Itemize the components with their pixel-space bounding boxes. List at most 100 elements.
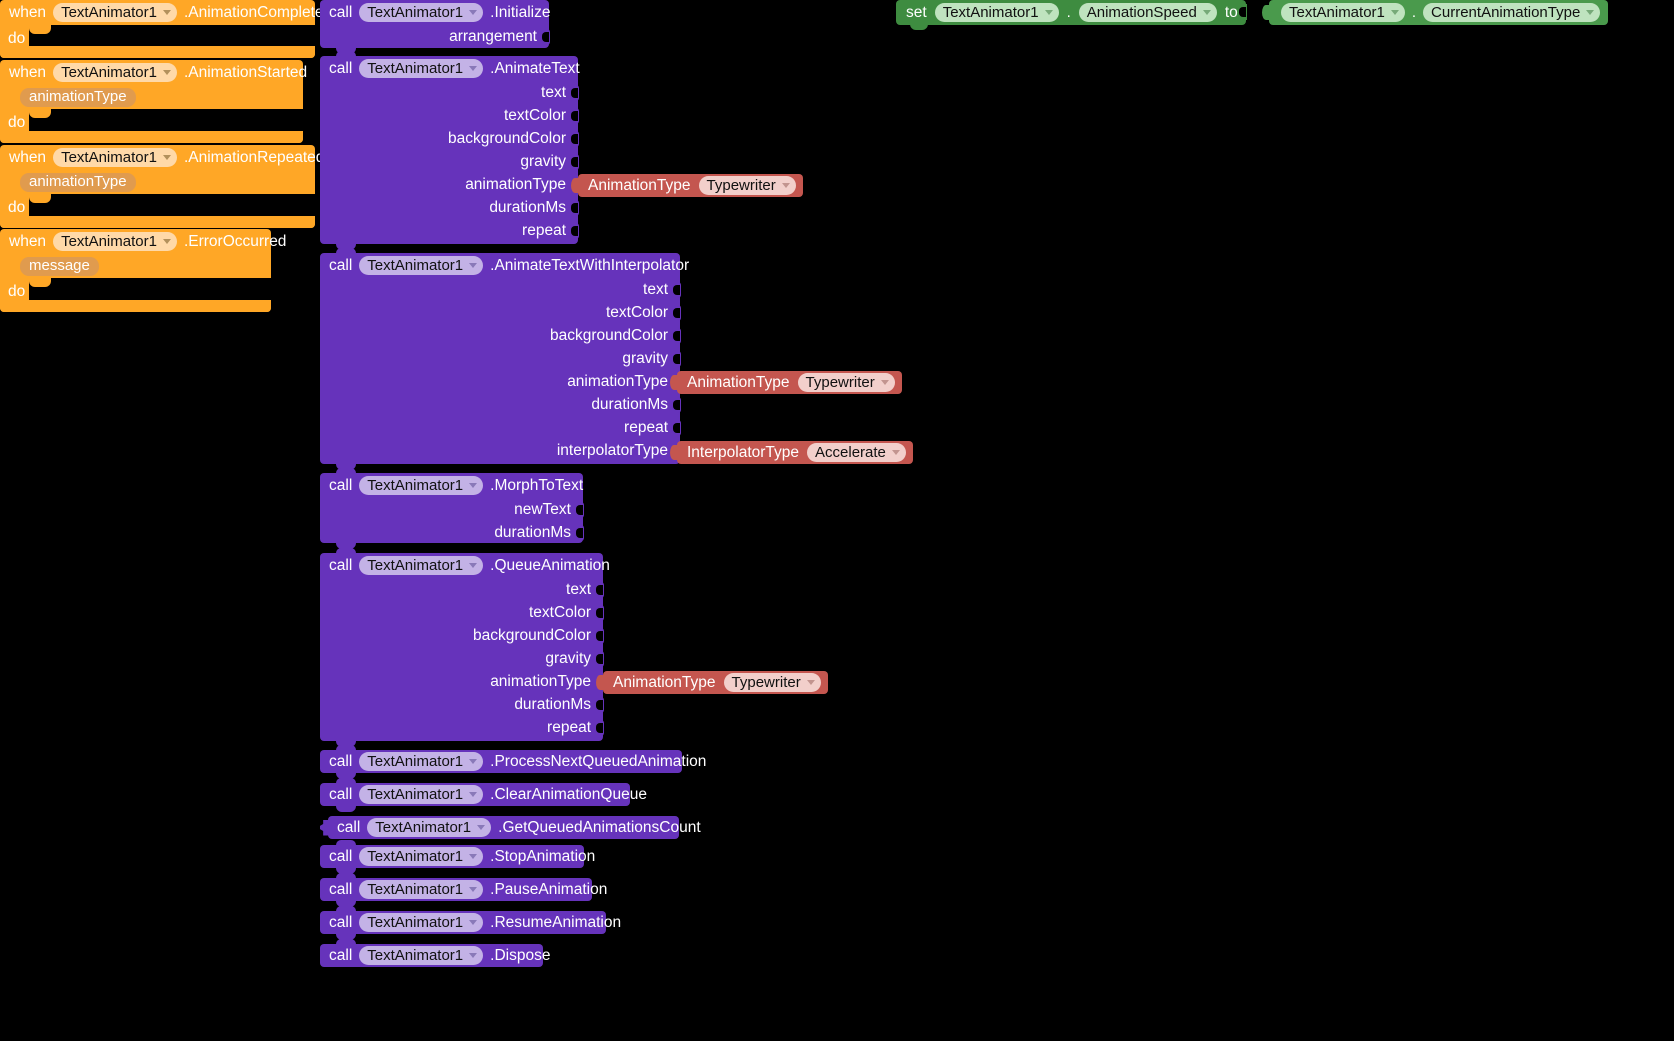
call-block-pause-animation[interactable]: call TextAnimator1 .PauseAnimation <box>320 873 607 907</box>
call-block-initialize[interactable]: call TextAnimator1 .Initialize arrangeme… <box>320 0 550 54</box>
value-socket[interactable] <box>672 282 681 298</box>
helper-block-animation-type[interactable]: AnimationType Typewriter <box>596 671 828 694</box>
value-socket[interactable] <box>595 720 604 736</box>
helper-block-interpolator-type[interactable]: InterpolatorType Accelerate <box>670 441 913 464</box>
getter-block-current-animation-type[interactable]: TextAnimator1 . CurrentAnimationType <box>1262 0 1609 25</box>
value-socket[interactable] <box>575 502 584 518</box>
arg-label: textColor <box>503 106 566 124</box>
component-dropdown[interactable]: TextAnimator1 <box>1281 3 1405 22</box>
call-block-process-next-queued-animation[interactable]: call TextAnimator1 .ProcessNextQueuedAni… <box>320 745 706 779</box>
helper-value-dropdown[interactable]: Typewriter <box>797 373 895 392</box>
call-keyword: call <box>329 880 353 898</box>
value-socket[interactable] <box>541 29 550 45</box>
value-socket[interactable] <box>570 223 579 239</box>
component-dropdown[interactable]: TextAnimator1 <box>359 847 484 866</box>
value-socket[interactable] <box>595 605 604 621</box>
property-dropdown[interactable]: AnimationSpeed <box>1078 3 1217 22</box>
dot-separator: . <box>1066 4 1071 21</box>
when-keyword: when <box>9 63 47 81</box>
component-dropdown[interactable]: TextAnimator1 <box>53 232 177 251</box>
helper-type-label: AnimationType <box>613 673 716 691</box>
method-name: .QueueAnimation <box>490 556 610 574</box>
value-socket[interactable] <box>570 85 579 101</box>
arg-row-backgroundcolor: backgroundColor <box>320 127 579 150</box>
call-block-clear-animation-queue[interactable]: call TextAnimator1 .ClearAnimationQueue <box>320 778 647 812</box>
component-dropdown[interactable]: TextAnimator1 <box>359 59 484 78</box>
component-dropdown[interactable]: TextAnimator1 <box>367 818 492 837</box>
stack-nub-top <box>336 745 356 751</box>
component-dropdown[interactable]: TextAnimator1 <box>53 148 177 167</box>
component-name: TextAnimator1 <box>367 3 464 21</box>
helper-block-animation-type[interactable]: AnimationType Typewriter <box>571 174 803 197</box>
call-header: call TextAnimator1 .QueueAnimation <box>320 553 610 578</box>
event-block-animation-started[interactable]: when TextAnimator1 .AnimationStarted ani… <box>0 60 307 143</box>
event-param[interactable]: message <box>20 256 99 276</box>
event-block-animation-repeated[interactable]: when TextAnimator1 .AnimationRepeated an… <box>0 145 324 228</box>
event-param[interactable]: animationType <box>20 172 136 192</box>
call-block-resume-animation[interactable]: call TextAnimator1 .ResumeAnimation <box>320 906 621 940</box>
component-dropdown[interactable]: TextAnimator1 <box>359 913 484 932</box>
chevron-down-icon <box>469 563 478 568</box>
call-block-dispose[interactable]: call TextAnimator1 .Dispose <box>320 939 550 967</box>
property-dropdown[interactable]: CurrentAnimationType <box>1423 3 1601 22</box>
value-socket[interactable] <box>570 154 579 170</box>
helper-value-dropdown[interactable]: Typewriter <box>698 176 796 195</box>
value-socket[interactable] <box>1237 4 1247 20</box>
setter-block-animation-speed[interactable]: set TextAnimator1 . AnimationSpeed to <box>896 0 1247 30</box>
stack-nub-bottom <box>336 543 356 549</box>
component-dropdown[interactable]: TextAnimator1 <box>359 256 484 275</box>
value-socket[interactable] <box>595 651 604 667</box>
call-block-animate-text-with-interpolator[interactable]: call TextAnimator1 .AnimateTextWithInter… <box>320 248 689 470</box>
value-socket[interactable] <box>570 131 579 147</box>
value-socket[interactable] <box>672 328 681 344</box>
call-block-animate-text[interactable]: call TextAnimator1 .AnimateText text tex… <box>320 51 580 250</box>
component-dropdown[interactable]: TextAnimator1 <box>359 946 484 965</box>
helper-value-dropdown[interactable]: Accelerate <box>807 443 906 462</box>
component-dropdown[interactable]: TextAnimator1 <box>359 476 484 495</box>
stack-nub-top <box>336 906 356 912</box>
value-socket[interactable] <box>570 200 579 216</box>
event-param[interactable]: animationType <box>20 87 136 107</box>
stack-nub-top <box>336 248 356 254</box>
value-socket[interactable] <box>672 420 681 436</box>
chevron-down-icon <box>469 792 478 797</box>
component-name: TextAnimator1 <box>61 63 157 81</box>
chevron-down-icon <box>162 70 171 75</box>
call-block-get-queued-animations-count[interactable]: call TextAnimator1 .GetQueuedAnimationsC… <box>328 816 701 839</box>
call-block-queue-animation[interactable]: call TextAnimator1 .QueueAnimation text … <box>320 548 610 747</box>
component-name: TextAnimator1 <box>61 232 157 250</box>
value-socket[interactable] <box>595 697 604 713</box>
value-socket[interactable] <box>595 582 604 598</box>
stack-nub-bottom <box>336 244 356 250</box>
component-dropdown[interactable]: TextAnimator1 <box>53 3 177 22</box>
value-socket[interactable] <box>595 628 604 644</box>
stack-nub-bottom <box>336 741 356 747</box>
component-dropdown[interactable]: TextAnimator1 <box>359 785 484 804</box>
event-block-error-occurred[interactable]: when TextAnimator1 .ErrorOccurred messag… <box>0 229 286 312</box>
arg-row-text: text <box>320 578 604 601</box>
call-block-stop-animation[interactable]: call TextAnimator1 .StopAnimation <box>320 840 595 874</box>
value-socket[interactable] <box>672 305 681 321</box>
value-socket[interactable] <box>570 108 579 124</box>
component-dropdown[interactable]: TextAnimator1 <box>359 752 484 771</box>
method-name: .StopAnimation <box>490 847 596 865</box>
component-dropdown[interactable]: TextAnimator1 <box>359 880 484 899</box>
helper-block-animation-type[interactable]: AnimationType Typewriter <box>670 371 902 394</box>
chevron-down-icon <box>880 380 889 385</box>
component-dropdown[interactable]: TextAnimator1 <box>53 63 177 82</box>
helper-value-dropdown[interactable]: Typewriter <box>723 673 821 692</box>
value-socket[interactable] <box>672 351 681 367</box>
value-socket[interactable] <box>672 397 681 413</box>
stack-nub-bottom <box>336 464 356 470</box>
method-name: .AnimateTextWithInterpolator <box>490 256 690 274</box>
call-keyword: call <box>329 556 353 574</box>
component-name: TextAnimator1 <box>367 476 464 494</box>
arg-row-interpolatortype: interpolatorType <box>320 439 680 462</box>
value-socket[interactable] <box>575 525 584 541</box>
component-dropdown[interactable]: TextAnimator1 <box>359 556 484 575</box>
call-block-morph-to-text[interactable]: call TextAnimator1 .MorphToText newText … <box>320 468 584 549</box>
event-block-animation-completed[interactable]: when TextAnimator1 .AnimationCompleted d… <box>0 0 332 58</box>
component-dropdown[interactable]: TextAnimator1 <box>934 3 1059 22</box>
component-dropdown[interactable]: TextAnimator1 <box>359 3 484 22</box>
